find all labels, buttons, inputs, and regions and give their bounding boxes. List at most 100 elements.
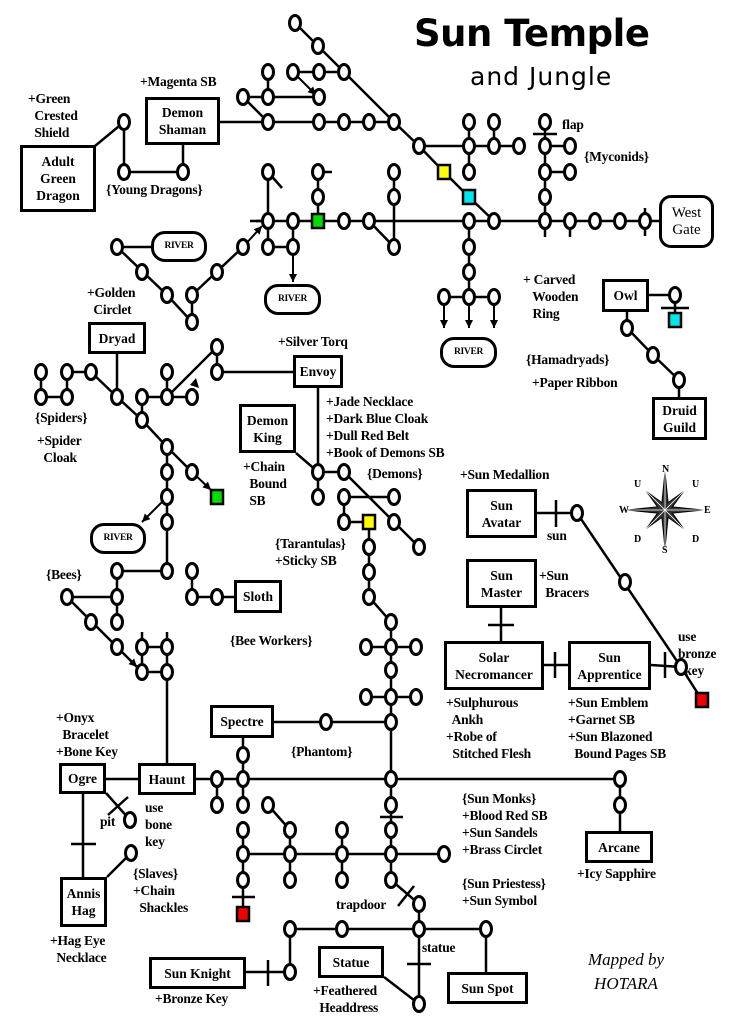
map-credit: Mapped by HOTARA [588,950,665,993]
room-node [462,212,476,230]
room-sloth: Sloth [234,580,282,613]
mob-label: {Sun Monks} +Blood Red SB +Sun Sandels +… [462,791,548,857]
room-node [563,212,577,230]
room-node [337,488,351,506]
compass-ray [664,509,684,529]
river-exit: RIVER [440,337,497,368]
room-node [620,319,634,337]
river-exit: RIVER [90,523,146,554]
mob-label: {Demons} [367,466,423,481]
room-node [135,663,149,681]
arrow-head-icon [202,481,211,490]
arrow-head-icon [253,226,262,235]
mob-label: {Hamadryads} [526,352,610,367]
room-node [462,263,476,281]
corridor-line [367,522,421,1004]
room-node [588,212,602,230]
room-node [236,88,250,106]
room-node [387,163,401,181]
room-node [462,238,476,256]
room-node [311,463,325,481]
room-node [261,113,275,131]
map-title: Sun Temple [414,12,650,55]
room-node [668,286,682,304]
room-node [160,663,174,681]
compass-down: D [634,534,642,545]
room-envoy: Envoy [293,355,343,388]
room-node [261,88,275,106]
room-node [176,163,190,181]
room-node [288,14,302,32]
mob-label: {Tarantulas} +Sticky SB [275,536,346,568]
loot-label: +Chain Bound SB [243,459,287,508]
cyan-marker-square [667,311,683,329]
room-node [384,713,398,731]
room-node [283,821,297,839]
room-solar-necromancer: Solar Necromancer [444,641,544,690]
cyan-marker-square [461,188,477,206]
loot-label: +Paper Ribbon [532,375,618,390]
room-node [618,573,632,591]
room-node [110,588,124,606]
room-node [384,770,398,788]
loot-label: +Sulphurous Ankh [446,695,519,727]
room-sun-knight: Sun Knight [149,957,246,989]
loot-label: +Hag Eye Necklace [50,933,107,965]
room-node [337,513,351,531]
door-label: use bone key [145,800,172,849]
room-node [185,388,199,406]
room-node [110,388,124,406]
room-dryad: Dryad [88,322,146,354]
room-node [362,212,376,230]
room-node [185,562,199,580]
arrow-head-icon [190,378,199,388]
room-node [384,845,398,863]
room-node [261,163,275,181]
compass-west: W [619,505,629,516]
room-node [160,363,174,381]
room-node [384,796,398,814]
room-node [311,163,325,181]
room-node [311,37,325,55]
room-node [613,212,627,230]
loot-label: +Jade Necklace +Dark Blue Cloak +Dull Re… [326,394,445,460]
room-node [672,371,686,389]
room-node [135,263,149,281]
room-node [387,238,401,256]
room-node [311,488,325,506]
compass-up: U [634,479,642,490]
room-node [312,63,326,81]
mob-label: {Slaves} +Chain Shackles [133,866,189,915]
room-ogre: Ogre [59,763,106,794]
mob-label: {Sun Priestess} +Sun Symbol [462,876,546,908]
room-node [538,113,552,131]
room-node [84,613,98,631]
arrow-head-icon [465,320,473,328]
room-node [311,188,325,206]
room-node [236,821,250,839]
room-node [362,113,376,131]
room-node [362,588,376,606]
room-node [538,212,552,230]
room-node [261,796,275,814]
room-node [462,288,476,306]
room-node [210,263,224,281]
room-node [335,821,349,839]
room-node [210,588,224,606]
room-node [160,388,174,406]
arrow-head-icon [142,513,151,522]
room-node [359,638,373,656]
room-node [412,538,426,556]
arrow-head-icon [490,320,498,328]
door-label: pit [100,814,116,829]
room-node [646,346,660,364]
room-demon-king: Demon King [239,404,296,453]
room-node [412,920,426,938]
loot-label: +Icy Sapphire [577,866,656,881]
room-node [60,588,74,606]
room-node [135,638,149,656]
loot-label: + Carved Wooden Ring [523,272,579,321]
map-subtitle: and Jungle [470,62,613,91]
room-node [135,411,149,429]
room-node [387,488,401,506]
